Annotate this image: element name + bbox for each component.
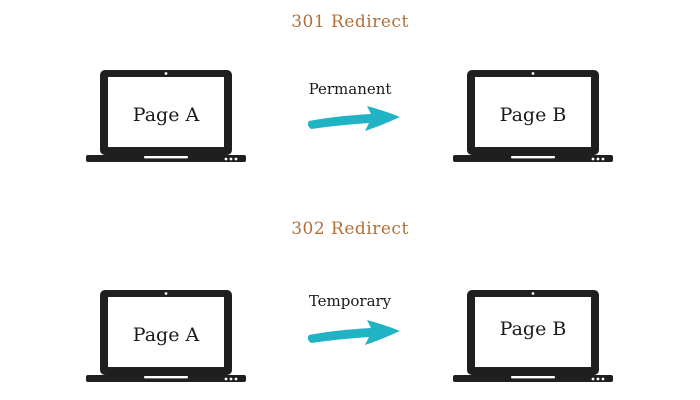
page-b-label: Page B — [499, 104, 567, 126]
redirect-arrow-302 — [305, 318, 405, 348]
laptop-icon — [86, 290, 246, 382]
redirect-302-title: 302 Redirect — [291, 219, 409, 239]
redirect-301-title: 301 Redirect — [291, 12, 409, 32]
laptop-icon — [86, 70, 246, 162]
arrow-right-icon — [307, 106, 400, 131]
laptop-icon — [453, 70, 613, 162]
page-b-label: Page B — [499, 318, 567, 340]
permanent-label: Permanent — [308, 80, 392, 98]
page-a-label: Page A — [132, 104, 200, 126]
laptop-302-target: Page B — [453, 288, 613, 384]
laptop-302-source: Page A — [86, 288, 246, 384]
arrow-right-icon — [307, 320, 400, 345]
laptop-icon — [453, 290, 613, 382]
temporary-label: Temporary — [308, 292, 392, 310]
redirect-arrow-301 — [305, 104, 405, 134]
laptop-301-target: Page B — [453, 68, 613, 164]
page-a-label: Page A — [132, 324, 200, 346]
laptop-301-source: Page A — [86, 68, 246, 164]
